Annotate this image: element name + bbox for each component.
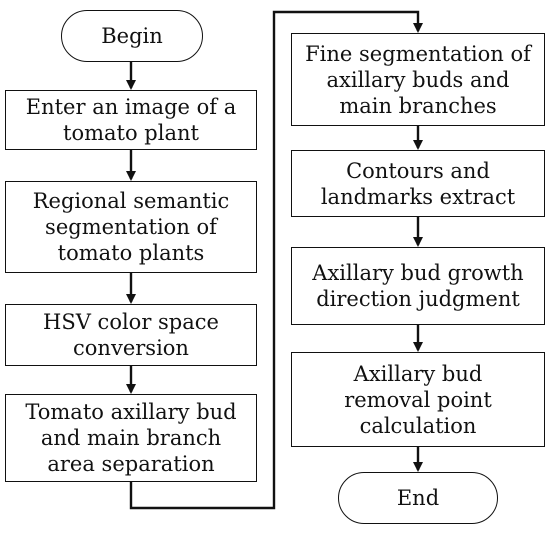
connector-step-4-to-step-5 bbox=[129, 10, 423, 510]
process-box-hsv-conversion: HSV color space conversion bbox=[5, 304, 257, 366]
process-box-area-separation-text: Tomato axillary bud and main branch area… bbox=[25, 400, 237, 476]
process-box-fine-segmentation-text: Fine segmentation of axillary buds and m… bbox=[305, 41, 531, 118]
process-box-contours-landmarks: Contours and landmarks extract bbox=[291, 150, 545, 217]
process-box-semantic-segmentation: Regional semantic segmentation of tomato… bbox=[5, 181, 257, 273]
begin-terminal: Begin bbox=[61, 10, 203, 62]
process-box-growth-direction-text: Axillary bud growth direction judgment bbox=[312, 261, 524, 311]
process-box-enter-image-text: Enter an image of a tomato plant bbox=[25, 95, 237, 145]
end-label: End bbox=[396, 486, 440, 510]
process-box-area-separation: Tomato axillary bud and main branch area… bbox=[5, 394, 257, 482]
process-box-enter-image: Enter an image of a tomato plant bbox=[5, 90, 257, 150]
begin-label: Begin bbox=[101, 24, 163, 48]
process-box-removal-point: Axillary bud removal point calculation bbox=[291, 352, 545, 447]
process-box-semantic-segmentation-text: Regional semantic segmentation of tomato… bbox=[32, 189, 230, 265]
process-box-removal-point-text: Axillary bud removal point calculation bbox=[344, 361, 492, 438]
process-box-contours-landmarks-text: Contours and landmarks extract bbox=[320, 158, 516, 209]
process-box-fine-segmentation: Fine segmentation of axillary buds and m… bbox=[291, 33, 545, 126]
process-box-hsv-conversion-text: HSV color space conversion bbox=[43, 310, 219, 360]
end-terminal: End bbox=[338, 472, 498, 524]
process-box-growth-direction: Axillary bud growth direction judgment bbox=[291, 247, 545, 325]
